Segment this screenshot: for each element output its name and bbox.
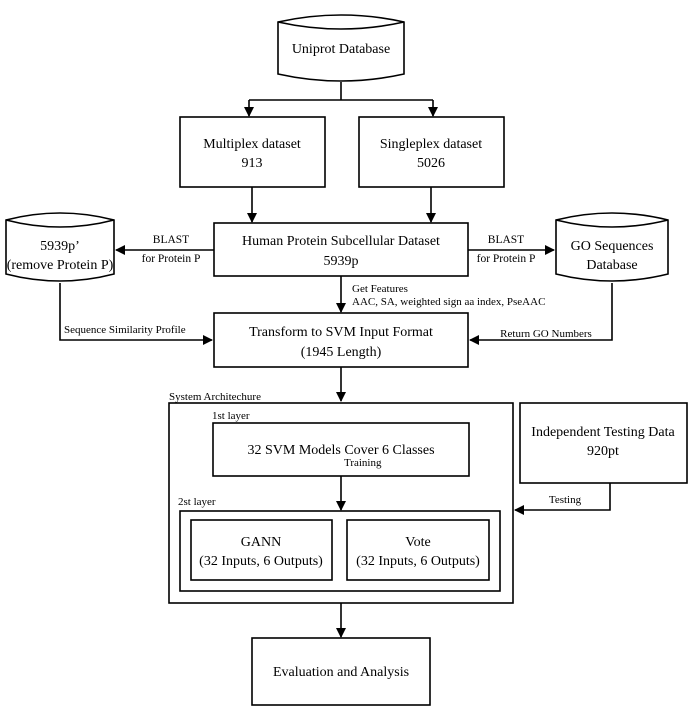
vote-io: (32 Inputs, 6 Outputs) xyxy=(356,554,480,569)
independent-testing-node: Independent Testing Data 920pt xyxy=(519,402,688,484)
vote-node: Vote (32 Inputs, 6 Outputs) xyxy=(346,519,490,581)
hpsd-title: Human Protein Subcellular Dataset xyxy=(242,234,440,249)
evaluation-label: Evaluation and Analysis xyxy=(273,665,409,680)
db-5939p-subtitle: (remove Protein P) xyxy=(7,258,114,273)
go-db-subtitle: Database xyxy=(586,258,637,273)
get-features-list: AAC, SA, weighted sign aa index, PseAAC xyxy=(352,296,545,308)
system-architecture-label: System Architechure xyxy=(169,391,261,403)
uniprot-database-node: Uniprot Database xyxy=(277,14,405,82)
svm-models-label: 32 SVM Models Cover 6 Classes xyxy=(247,443,434,458)
testing-edge: Testing xyxy=(514,483,611,515)
transform-title: Transform to SVM Input Format xyxy=(249,325,433,340)
independent-title: Independent Testing Data xyxy=(531,425,675,440)
sequence-similarity-edge: Sequence Similarity Profile xyxy=(59,283,213,345)
gann-io: (32 Inputs, 6 Outputs) xyxy=(199,554,323,569)
db-5939p-node: 5939p’ (remove Protein P) xyxy=(5,212,115,282)
return-go-edge: Return GO Numbers xyxy=(469,283,613,345)
layer2-label: 2st layer xyxy=(178,496,216,508)
layer2-group xyxy=(179,510,501,592)
multiplex-title: Multiplex dataset xyxy=(203,137,301,152)
training-label: Training xyxy=(344,457,382,469)
return-go-label: Return GO Numbers xyxy=(500,328,592,340)
blast-right-sublabel: for Protein P xyxy=(477,253,536,265)
singleplex-title: Singleplex dataset xyxy=(380,137,482,152)
gann-node: GANN (32 Inputs, 6 Outputs) xyxy=(190,519,333,581)
transform-length: (1945 Length) xyxy=(301,345,382,360)
training-edge: Training xyxy=(336,457,382,511)
get-features-edge: Get Features AAC, SA, weighted sign aa i… xyxy=(336,276,545,313)
go-sequences-database-node: GO Sequences Database xyxy=(555,212,669,282)
get-features-label: Get Features xyxy=(352,283,408,295)
blast-left-sublabel: for Protein P xyxy=(142,253,201,265)
go-db-title: GO Sequences xyxy=(571,239,654,254)
hpsd-count: 5939p xyxy=(324,254,359,269)
uniprot-split-edges xyxy=(244,82,438,117)
multiplex-count: 913 xyxy=(242,156,263,171)
transform-svm-node: Transform to SVM Input Format (1945 Leng… xyxy=(213,312,469,368)
evaluation-node: Evaluation and Analysis xyxy=(251,637,431,706)
layer1-label: 1st layer xyxy=(212,410,250,422)
testing-label: Testing xyxy=(549,494,582,506)
uniprot-label: Uniprot Database xyxy=(292,42,390,57)
hpsd-node: Human Protein Subcellular Dataset 5939p xyxy=(213,222,469,277)
svm-models-node: 32 SVM Models Cover 6 Classes xyxy=(212,422,470,477)
blast-left-label: BLAST xyxy=(153,234,189,246)
blast-right-edge: BLAST for Protein P xyxy=(468,234,555,265)
blast-right-label: BLAST xyxy=(488,234,524,246)
multiplex-dataset-node: Multiplex dataset 913 xyxy=(179,116,326,188)
singleplex-dataset-node: Singleplex dataset 5026 xyxy=(358,116,505,188)
gann-title: GANN xyxy=(241,535,281,550)
sequence-similarity-label: Sequence Similarity Profile xyxy=(64,324,186,336)
vote-title: Vote xyxy=(405,535,430,550)
db-5939p-title: 5939p’ xyxy=(40,239,80,254)
singleplex-count: 5026 xyxy=(417,156,445,171)
independent-count: 920pt xyxy=(587,444,619,459)
blast-left-edge: BLAST for Protein P xyxy=(115,234,214,265)
